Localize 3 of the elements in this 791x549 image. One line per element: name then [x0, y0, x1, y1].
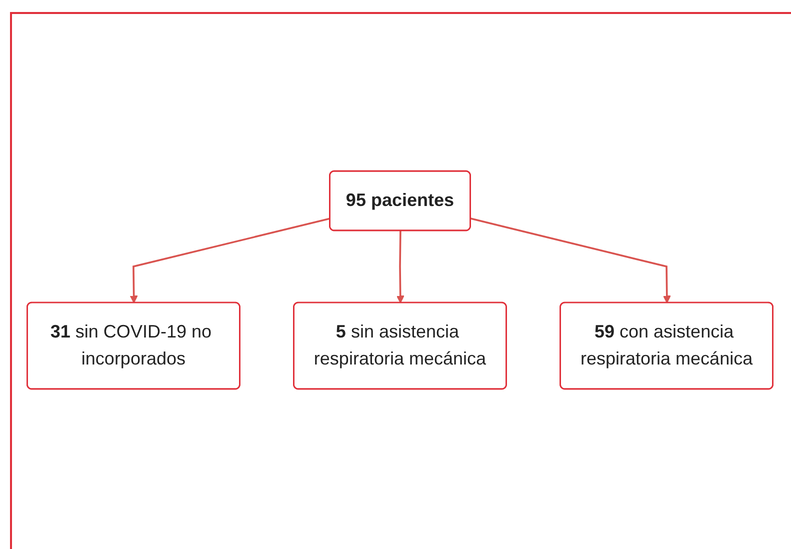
arrow: [470, 218, 671, 304]
arrow: [396, 230, 404, 304]
arrow: [130, 218, 330, 304]
